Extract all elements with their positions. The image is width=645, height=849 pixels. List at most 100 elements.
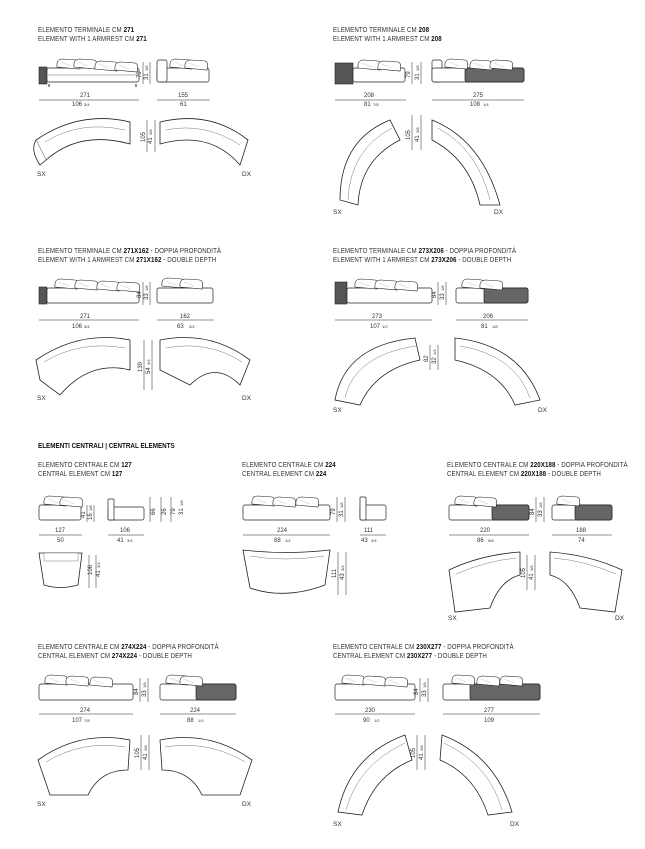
b3-df: 3/4: [146, 359, 151, 365]
b9-sx: SX: [333, 821, 342, 828]
b4-d: 82: [424, 355, 430, 362]
block-1-front-views: [33, 58, 249, 166]
b5-d: 106: [88, 564, 94, 575]
b8-d: 105: [135, 747, 141, 758]
block-4-title-en: ELEMENT WITH 1 ARMREST CM 273X206 - DOUB…: [333, 257, 512, 264]
b9-w1f: 1/2: [374, 718, 380, 723]
b1-h: 79: [137, 71, 143, 78]
b2-w2f: 1/4: [483, 102, 489, 107]
b4-din: 32: [432, 357, 438, 364]
b8-w2f: 1/4: [198, 718, 204, 723]
b2-hf: 1/8: [415, 65, 420, 71]
b4-h: 84: [432, 291, 438, 298]
b5-w2in: 41: [117, 538, 124, 544]
b1-d: 105: [141, 131, 147, 142]
b6-w2in: 43: [361, 538, 368, 544]
b4-hf: 1/8: [440, 285, 445, 291]
block-2-title-it: ELEMENTO TERMINALE CM 208: [333, 27, 430, 34]
b5-h2: 66: [151, 508, 157, 515]
block-5-front-views: [38, 495, 172, 588]
b2-w1in: 81: [364, 102, 371, 108]
section-title: ELEMENTI CENTRALI | CENTRAL ELEMENTS: [38, 443, 175, 450]
b5-h3f: 1/8: [179, 500, 184, 506]
b8-hin: 33: [142, 690, 148, 697]
b3-h: 84: [137, 291, 143, 298]
b3-hin: 33: [144, 293, 150, 300]
b4-w1f: 1/2: [382, 324, 388, 329]
b2-df: 3/8: [415, 127, 420, 133]
b9-w1in: 90: [363, 718, 370, 724]
b3-w2in: 63: [177, 324, 184, 330]
b6-df: 3/4: [340, 565, 345, 571]
b5-w1: 127: [55, 528, 66, 534]
b5-h1f: 1/8: [88, 505, 93, 511]
b3-hf: 1/8: [144, 285, 149, 291]
b9-hf: 1/8: [422, 682, 427, 688]
b2-d: 105: [406, 129, 412, 140]
b7-hf: 1/8: [538, 502, 543, 508]
b3-w2f: 3/4: [189, 324, 195, 329]
b9-d: 105: [411, 747, 417, 758]
block-3-title-en: ELEMENT WITH 1 ARMREST CM 271X162 - DOUB…: [38, 257, 217, 264]
block-3-front-views: [35, 277, 251, 396]
b8-dx: DX: [242, 801, 252, 808]
b5-df: 3/4: [96, 562, 101, 568]
b8-hf: 1/8: [142, 682, 147, 688]
block-9-title-en: CENTRAL ELEMENT CM 230X277 - DOUBLE DEPT…: [333, 653, 487, 660]
block-8-title-en: CENTRAL ELEMENT CM 274X224 - DOUBLE DEPT…: [38, 653, 192, 660]
b3-sx: SX: [37, 395, 46, 402]
b8-w2in: 88: [187, 718, 194, 724]
b2-din: 41: [415, 135, 421, 142]
b4-w2in: 81: [481, 324, 488, 330]
b5-w1in: 50: [57, 538, 64, 544]
b4-sx: SX: [333, 407, 342, 414]
block-4-title-it: ELEMENTO TERMINALE CM 273X206 - DOPPIA P…: [333, 248, 517, 255]
block-1-title-en: ELEMENT WITH 1 ARMREST CM 271: [38, 36, 147, 43]
block-6-front-views: [242, 495, 387, 595]
block-7-title-it: ELEMENTO CENTRALE CM 220X188 - DOPPIA PR…: [447, 462, 628, 469]
b1-w2: 155: [178, 93, 189, 99]
b8-sx: SX: [37, 801, 46, 808]
b7-w2in: 74: [578, 538, 585, 544]
b5-din: 41: [96, 570, 102, 577]
b7-w1: 220: [480, 528, 491, 534]
b2-w2in: 108: [470, 102, 481, 108]
b7-df: 3/8: [529, 565, 534, 571]
b4-hin: 33: [440, 293, 446, 300]
b4-w2: 206: [483, 314, 494, 320]
b6-w1: 224: [277, 528, 288, 534]
b2-w1: 208: [364, 93, 375, 99]
b9-hin: 33: [422, 690, 428, 697]
b8-din: 41: [143, 753, 149, 760]
b6-w1in: 88: [274, 538, 281, 544]
b6-w2: 111: [364, 528, 374, 534]
b1-hin: 31: [144, 73, 150, 80]
b9-din: 41: [419, 753, 425, 760]
b3-w1: 271: [80, 314, 91, 320]
block-2-title-en: ELEMENT WITH 1 ARMREST CM 208: [333, 36, 442, 43]
b7-dx: DX: [615, 615, 625, 622]
b5-h3: 79: [171, 508, 177, 515]
b1-sx: SX: [37, 171, 46, 178]
b1-w2in: 61: [180, 102, 187, 108]
b8-df: 3/8: [143, 745, 148, 751]
block-1-title-it: ELEMENTO TERMINALE CM 271: [38, 27, 135, 34]
b7-sx: SX: [448, 615, 457, 622]
b2-dx: DX: [494, 209, 504, 216]
b7-h: 84: [530, 508, 536, 515]
b4-w1: 273: [372, 314, 383, 320]
b1-w1: 271: [80, 93, 91, 99]
b8-w2: 224: [190, 708, 201, 714]
b9-w2in: 109: [484, 718, 495, 724]
block-5-title-en: CENTRAL ELEMENT CM 127: [38, 471, 123, 478]
b5-h1in: 16: [88, 513, 94, 520]
b5-w2f: 3/4: [127, 538, 133, 543]
b8-w1: 274: [80, 708, 91, 714]
block-7-title-en: CENTRAL ELEMENT CM 220X188 - DOUBLE DEPT…: [447, 471, 601, 478]
b3-w2: 162: [180, 314, 191, 320]
b9-w1: 230: [365, 708, 376, 714]
block-3-title-it: ELEMENTO TERMINALE CM 271X162 - DOPPIA P…: [38, 248, 222, 255]
b6-h: 79: [331, 508, 337, 515]
b7-w1in: 86: [477, 538, 484, 544]
